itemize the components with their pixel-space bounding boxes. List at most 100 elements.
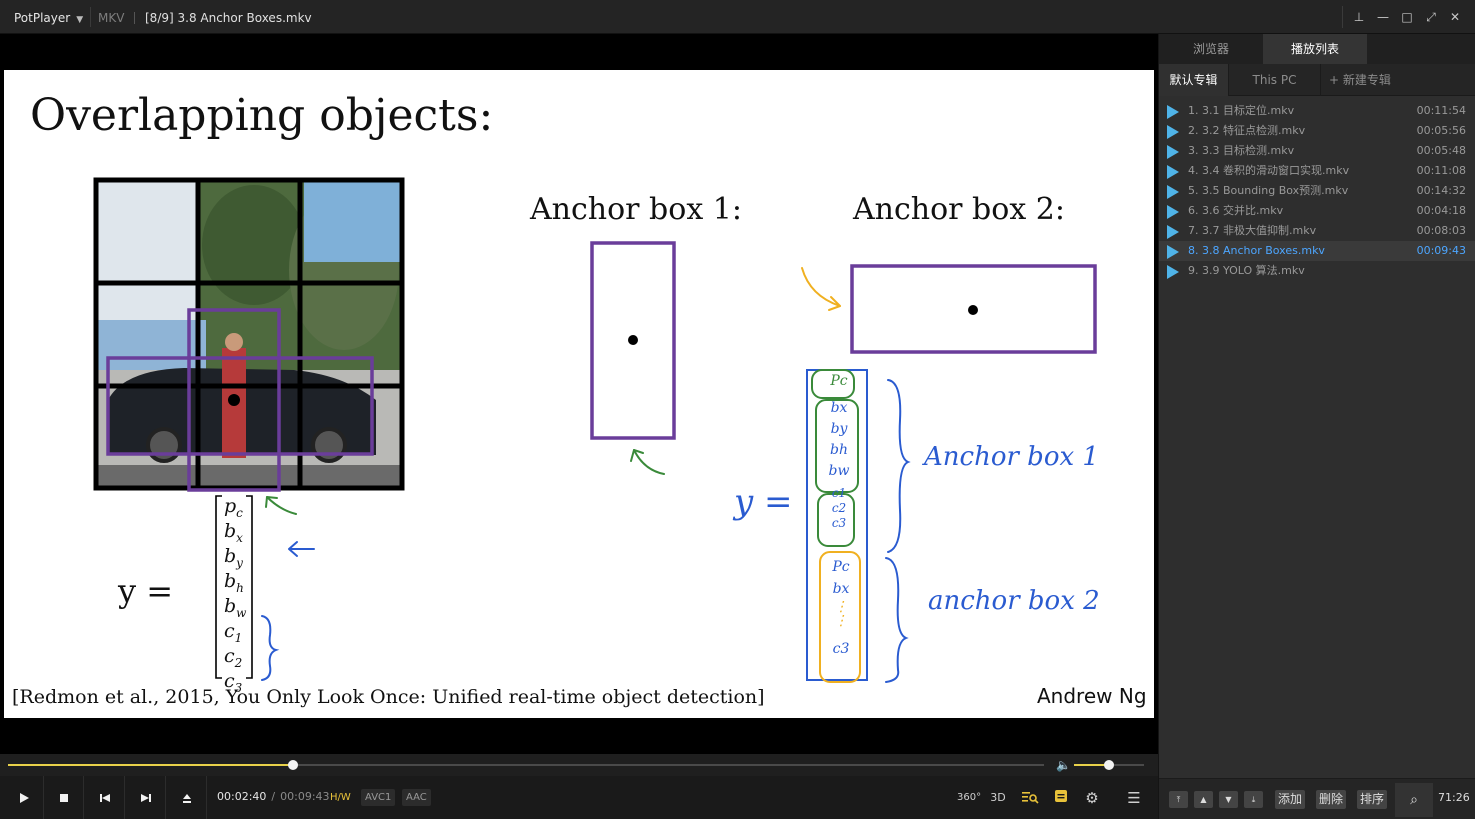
move-top-button[interactable]: ⤒ [1169,791,1188,808]
playlist-item-name: 1. 3.1 目标定位.mkv [1188,104,1295,117]
play-icon [19,792,29,803]
gear-icon: ⚙ [1085,789,1099,807]
volume-level [1074,764,1109,766]
anchor-box-1-label: Anchor box 1: [530,192,742,227]
window-controls: ⊥ — □ ⤢ ✕ [1342,6,1467,28]
play-file-icon [1167,105,1179,119]
vr-360-button[interactable]: 360° [957,792,982,803]
move-bottom-button[interactable]: ⤓ [1244,791,1263,808]
playlist-item[interactable]: 1. 3.1 目标定位.mkv 00:11:54 [1159,101,1475,121]
video-area[interactable]: Overlapping objects: Anchor box 1: Ancho… [0,34,1158,754]
anchor-box-2-label: Anchor box 2: [853,192,1065,227]
playlist-item-name: 8. 3.8 Anchor Boxes.mkv [1188,244,1325,257]
control-bar: 00:02:40/00:09:43 H/W AVC1 AAC 360° 3D ⚙… [0,776,1158,819]
tab-playlist[interactable]: 播放列表 [1263,34,1367,64]
stack-entry: bw [828,463,850,479]
playlist-search-button[interactable] [1019,789,1041,807]
delete-button[interactable]: 删除 [1316,790,1347,809]
vector-entry: by [224,545,243,570]
play-file-icon [1167,225,1179,239]
y-equals-label: y = [118,572,174,610]
playlist-item-name: 4. 3.4 卷积的滑动窗口实现.mkv [1188,164,1350,177]
seek-track[interactable] [8,764,1044,766]
volume-icon[interactable]: 🔈 [1056,758,1071,772]
stack-entry: c2 [831,501,847,515]
triangle-down-icon: ▼ [1225,795,1232,804]
author-credit: Andrew Ng [1037,684,1147,708]
skip-next-icon [140,793,151,802]
previous-button[interactable] [85,776,125,819]
play-file-icon [1167,145,1179,159]
minimize-icon[interactable]: — [1377,10,1389,24]
3d-mode-button[interactable]: 3D [990,791,1006,804]
album-this-pc[interactable]: This PC [1229,64,1321,96]
handwritten-anchor-box-2: anchor box 2 [928,586,1100,616]
total-duration: 00:09:43 [280,790,330,803]
play-button[interactable] [4,776,44,819]
pin-icon[interactable]: ⊥ [1353,10,1365,24]
annotations [261,267,911,683]
playlist-list: 1. 3.1 目标定位.mkv 00:11:54 2. 3.2 特征点检测.mkv 0… [1159,101,1475,281]
playlist-search-button[interactable]: ⌕ [1395,783,1433,817]
audio-codec-badge[interactable]: AAC [402,789,431,806]
playlist-item-duration: 00:05:56 [1416,124,1466,137]
album-default[interactable]: 默认专辑 [1159,64,1229,96]
vector-brackets [215,495,253,679]
time-display: 00:02:40/00:09:43 [217,790,330,803]
play-file-icon [1167,185,1179,199]
subtitle-button[interactable] [1052,789,1070,807]
panel-tabs: 浏览器 播放列表 [1159,34,1475,64]
playlist-item-name: 2. 3.2 特征点检测.mkv [1188,124,1306,137]
app-menu-button[interactable]: PotPlayer ▼ [6,6,91,30]
playlist-item-name: 6. 3.6 交并比.mkv [1188,204,1284,217]
next-button[interactable] [126,776,166,819]
close-icon[interactable]: ✕ [1449,10,1461,24]
playlist-item-name: 7. 3.7 非极大值抑制.mkv [1188,224,1317,237]
add-button[interactable]: 添加 [1275,790,1306,809]
handwritten-anchor-box-1: Anchor box 1 [924,442,1099,472]
move-down-button[interactable]: ▼ [1219,791,1238,808]
playlist-item-name: 9. 3.9 YOLO 算法.mkv [1188,264,1305,277]
tab-browser[interactable]: 浏览器 [1192,42,1229,56]
stop-button[interactable] [44,776,84,819]
anchor-box-1-shape [590,241,676,440]
triangle-up-icon: ▲ [1200,795,1207,804]
playlist-item-duration: 00:04:18 [1416,204,1466,217]
container-format: MKV [98,11,125,25]
volume-handle[interactable] [1104,760,1114,770]
settings-button[interactable]: ⚙ [1082,789,1102,807]
app-name: PotPlayer [14,11,71,25]
maximize-icon[interactable]: □ [1401,10,1413,24]
handwritten-y: y = [734,482,793,522]
play-file-icon [1167,205,1179,219]
new-album-button[interactable]: + 新建专辑 [1329,73,1391,87]
playlist-item[interactable]: 2. 3.2 特征点检测.mkv 00:05:56 [1159,121,1475,141]
title-bar: PotPlayer▼ MKV [8/9] 3.8 Anchor Boxes.mk… [0,0,1475,34]
playlist-item[interactable]: 6. 3.6 交并比.mkv 00:04:18 [1159,201,1475,221]
playlist-item-duration: 00:11:54 [1416,104,1466,117]
stack-entry: c3 [831,516,847,530]
hw-decoding-badge[interactable]: H/W [330,792,351,803]
video-codec-badge[interactable]: AVC1 [361,789,396,806]
playlist-item[interactable]: 9. 3.9 YOLO 算法.mkv [1159,261,1475,281]
chevron-down-icon: ▼ [76,15,84,25]
search-icon: ⌕ [1410,792,1418,808]
stack-entry: Pc [832,559,850,575]
vector-entry: bw [224,595,247,620]
playlist-item-name: 5. 3.5 Bounding Box预测.mkv [1188,184,1349,197]
sort-button[interactable]: 排序 [1357,790,1388,809]
seek-handle[interactable] [287,760,298,770]
menu-button[interactable]: ☰ [1124,789,1144,807]
move-up-button[interactable]: ▲ [1194,791,1213,808]
fullscreen-icon[interactable]: ⤢ [1426,9,1436,24]
list-search-icon [1022,792,1039,804]
stack-entry: bx [830,400,848,416]
playlist-item-duration: 00:05:48 [1416,144,1466,157]
eject-button[interactable] [167,776,207,819]
